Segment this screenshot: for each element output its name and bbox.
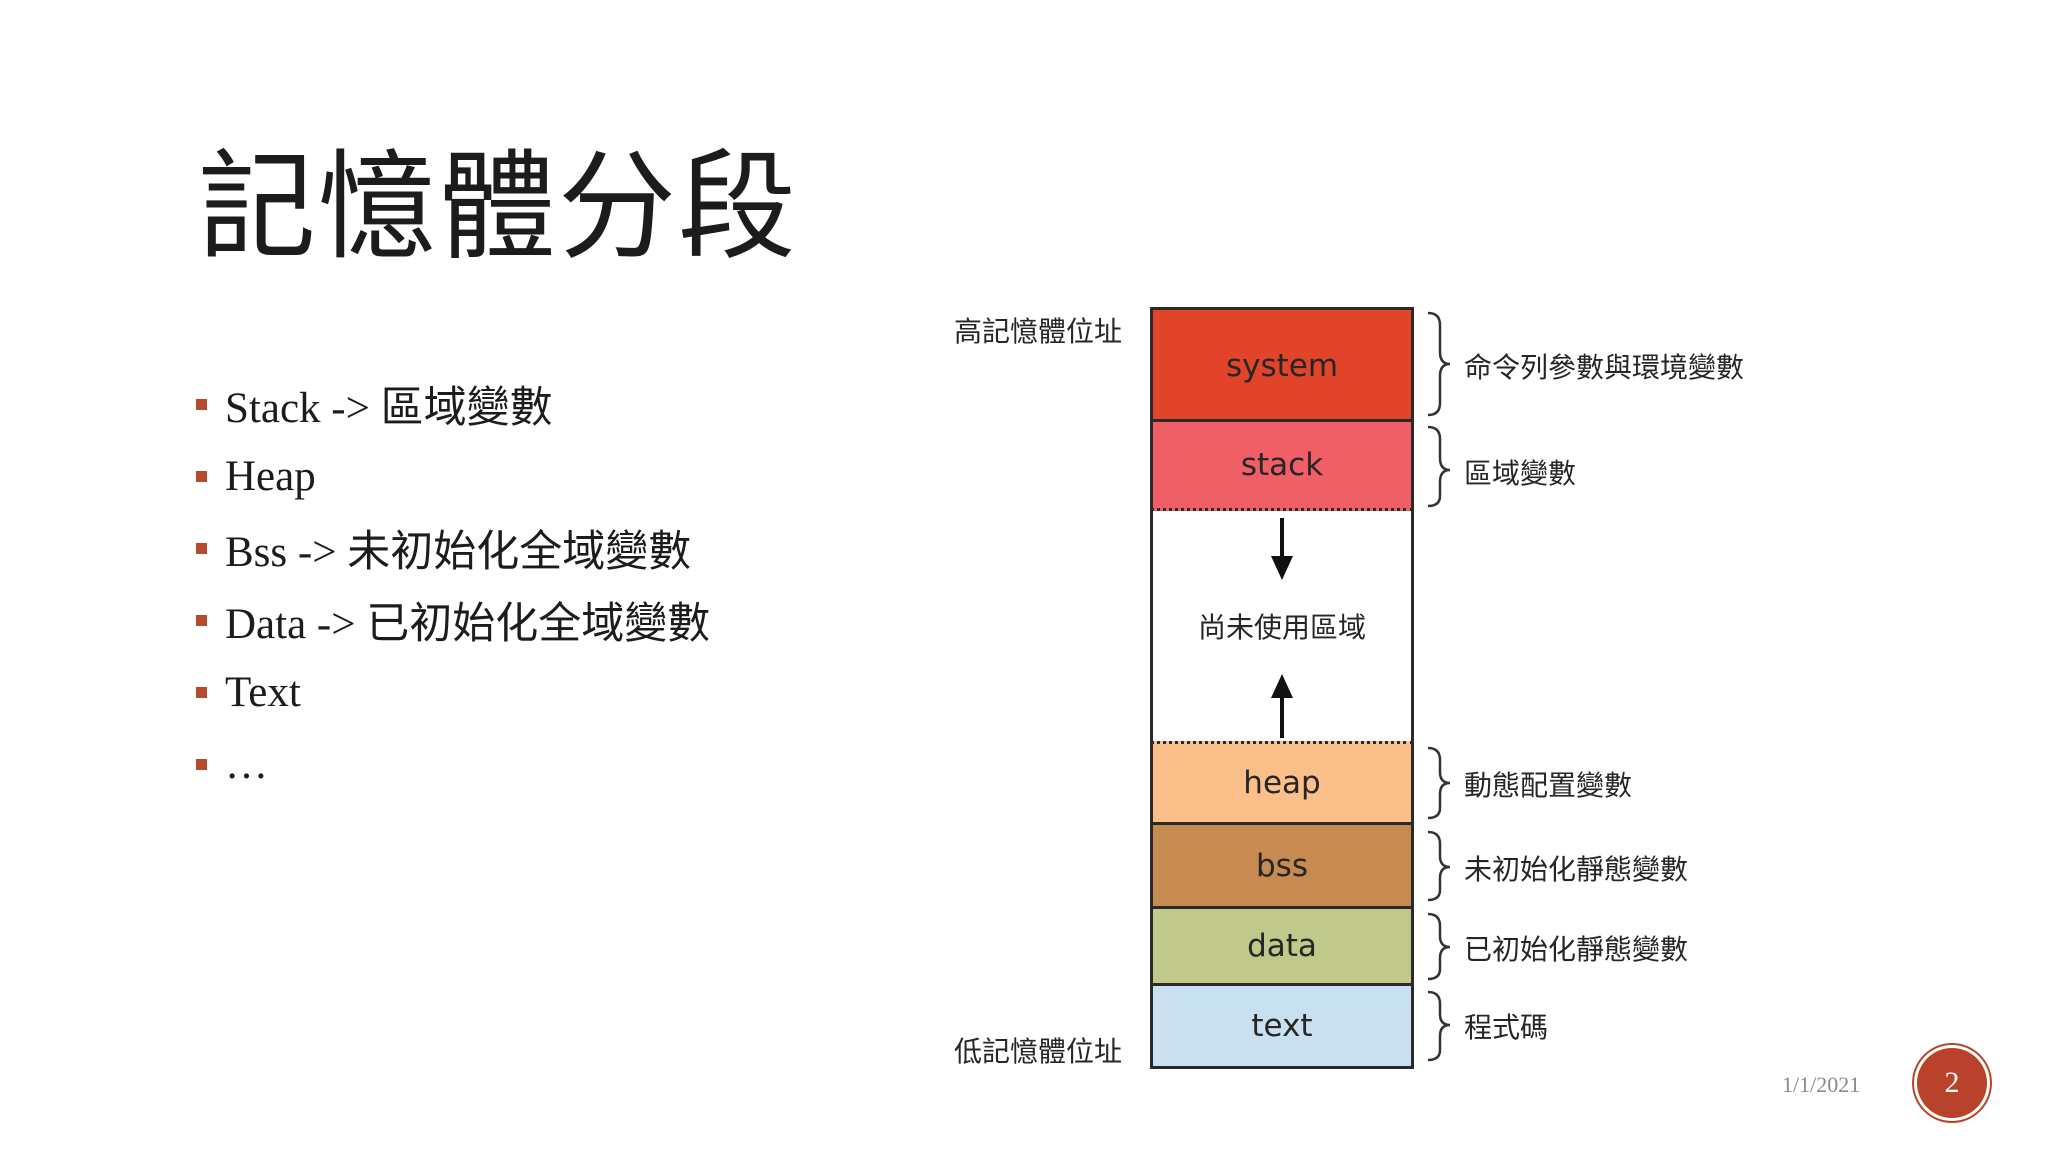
segment-data: data: [1150, 909, 1414, 986]
bullet-list: Stack -> 區域變數 Heap Bss -> 未初始化全域變數 Data …: [196, 368, 710, 800]
desc-heap: 動態配置變數: [1464, 769, 1633, 802]
bullet-text: Text: [225, 668, 301, 716]
free-area-label: 尚未使用區域: [1197, 611, 1366, 644]
desc-stack: 區域變數: [1464, 457, 1577, 490]
bullet-item: Text: [196, 656, 710, 728]
free-area: [1150, 511, 1414, 741]
brace-data: [1427, 912, 1451, 981]
brace-stack: [1427, 425, 1451, 508]
bullet-item: Stack -> 區域變數: [196, 368, 710, 440]
brace-system: [1427, 311, 1451, 417]
low-address-label: 低記憶體位址: [954, 1035, 1123, 1068]
bullet-text: Data -> 已初始化全域變數: [225, 601, 711, 648]
bullet-square-icon: [196, 470, 207, 482]
page-number-badge: 2: [1917, 1048, 1987, 1118]
bullet-text: Heap: [225, 452, 316, 500]
bullet-square-icon: [196, 614, 207, 626]
segment-stack: stack: [1150, 419, 1414, 511]
segment-system: system: [1150, 307, 1414, 421]
high-address-label: 高記憶體位址: [954, 315, 1123, 348]
arrow-down-icon: [1271, 518, 1293, 580]
brace-heap: [1427, 746, 1451, 820]
bullet-item: Heap: [196, 440, 710, 512]
bullet-square-icon: [196, 686, 207, 698]
bullet-text: Bss -> 未初始化全域變數: [225, 529, 692, 576]
slide-title: 記憶體分段: [198, 138, 799, 276]
slide-date: 1/1/2021: [1782, 1072, 1861, 1097]
bullet-square-icon: [196, 398, 207, 410]
bullet-item: Data -> 已初始化全域變數: [196, 584, 710, 656]
desc-text: 程式碼: [1464, 1011, 1549, 1044]
bullet-text: Stack -> 區域變數: [225, 385, 553, 432]
segment-heap: heap: [1150, 741, 1414, 825]
arrow-up-icon: [1271, 674, 1293, 738]
bullet-square-icon: [196, 758, 207, 770]
brace-bss: [1427, 830, 1451, 902]
brace-text: [1427, 990, 1451, 1062]
desc-data: 已初始化靜態變數: [1464, 933, 1689, 966]
bullet-text: …: [225, 740, 268, 788]
desc-bss: 未初始化靜態變數: [1464, 853, 1689, 886]
desc-system: 命令列參數與環境變數: [1464, 351, 1745, 384]
bullet-item: …: [196, 728, 710, 800]
segment-text: text: [1150, 986, 1414, 1069]
segment-bss: bss: [1150, 825, 1414, 909]
bullet-square-icon: [196, 542, 207, 554]
bullet-item: Bss -> 未初始化全域變數: [196, 512, 710, 584]
